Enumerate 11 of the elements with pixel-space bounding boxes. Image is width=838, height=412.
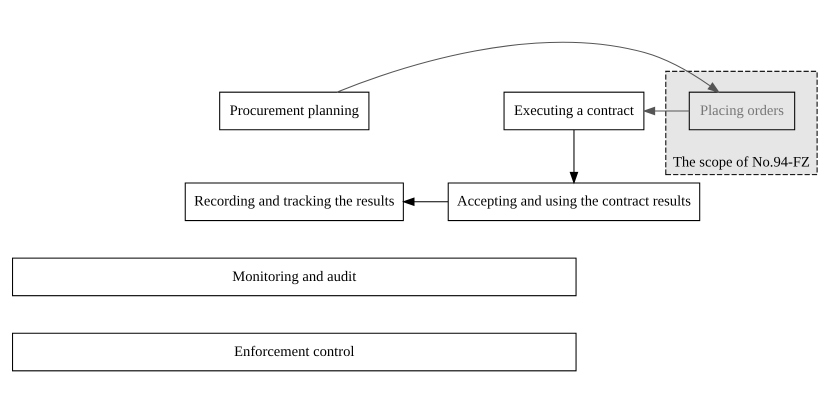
node-box: Enforcement control — [12, 332, 577, 371]
arrow — [336, 41, 720, 93]
node-box: Executing a contract — [504, 91, 644, 130]
node-box: Accepting and using the contract results — [448, 182, 700, 221]
arrow — [402, 196, 448, 206]
arrow — [642, 106, 690, 115]
node-box: Recording and tracking the results — [184, 182, 404, 221]
node-box: Monitoring and audit — [12, 257, 577, 296]
node-box: Placing orders — [688, 91, 796, 130]
node-box: Procurement planning — [219, 91, 370, 130]
arrow — [570, 129, 578, 184]
